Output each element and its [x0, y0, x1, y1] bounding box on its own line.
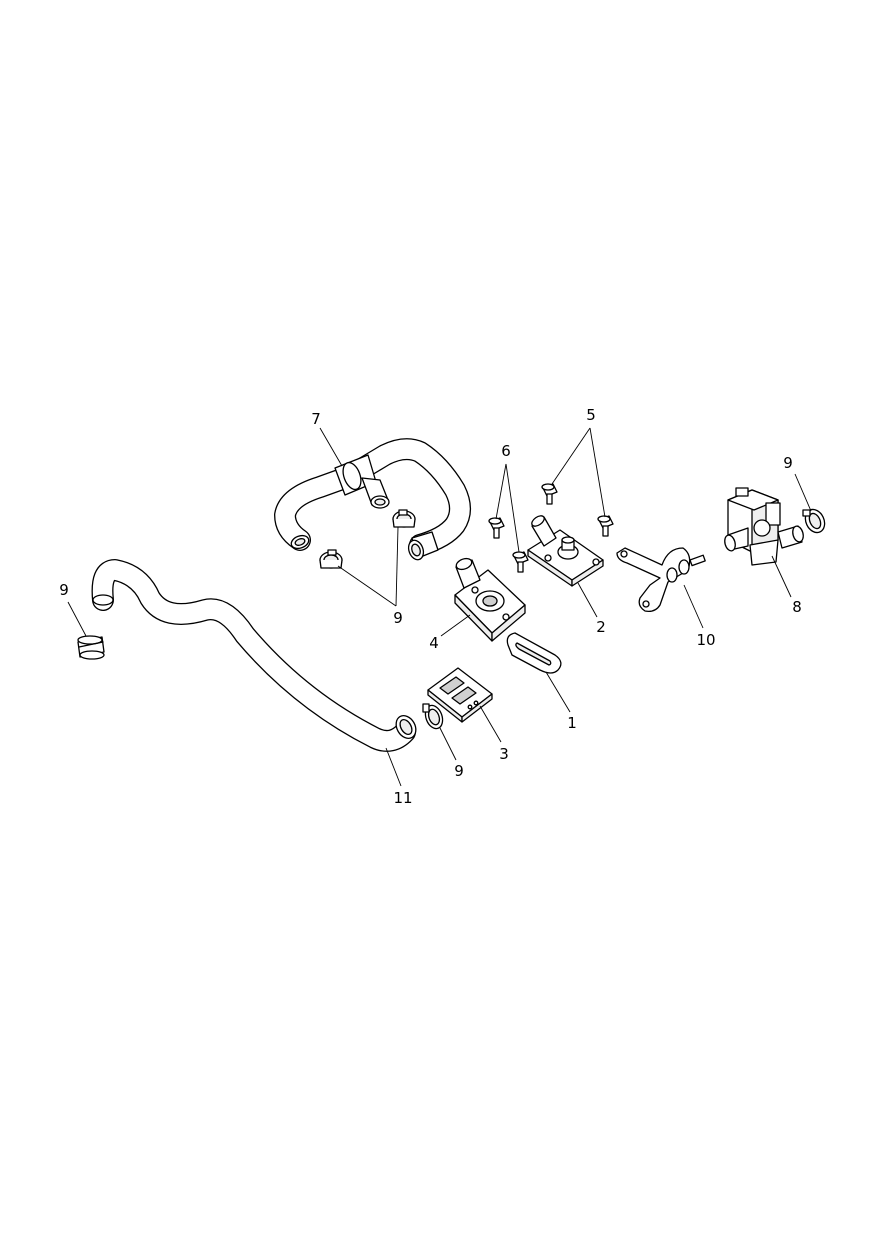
- clip-9-upper-left: [319, 549, 343, 569]
- leader-5a: [551, 427, 591, 485]
- leader-9-lower: [439, 727, 457, 761]
- valve-housing-4: [454, 557, 526, 642]
- leader-3: [479, 705, 502, 743]
- bolt-5-right: [597, 515, 614, 537]
- valve-cover-2: [527, 515, 604, 587]
- clip-9-left: [77, 635, 105, 660]
- leader-6b: [505, 463, 520, 553]
- callout-9-upper-middle: 9: [393, 609, 403, 627]
- callout-11: 11: [393, 789, 412, 807]
- leader-1: [545, 671, 571, 713]
- leader-lines: [67, 427, 812, 787]
- y-hose-7: [274, 438, 471, 561]
- leader-7: [319, 427, 343, 467]
- leader-4: [440, 614, 471, 637]
- callout-9-left: 9: [59, 581, 69, 599]
- solenoid-valve-8: [724, 487, 804, 566]
- callout-8: 8: [792, 598, 802, 616]
- callout-4: 4: [429, 634, 439, 652]
- callout-9-right: 9: [783, 454, 793, 472]
- hose-11: [91, 559, 417, 752]
- leader-6a: [495, 463, 507, 520]
- callout-2: 2: [596, 618, 606, 636]
- bracket-10: [616, 547, 706, 613]
- reed-plate-3: [427, 667, 493, 723]
- gasket-1: [506, 632, 562, 674]
- leader-9-left: [67, 601, 87, 637]
- callout-7: 7: [311, 410, 321, 428]
- callout-labels: 7 5 6 9 9 9 4 2 10 8 1 3 9 11: [59, 406, 802, 807]
- callout-9-lower: 9: [454, 762, 464, 780]
- leader-8: [771, 555, 792, 598]
- callout-3: 3: [499, 745, 509, 763]
- clip-9-upper-right: [392, 509, 416, 528]
- clip-9-lower: [422, 703, 444, 730]
- leader-11: [385, 747, 402, 787]
- callout-6: 6: [501, 442, 511, 460]
- clip-9-right: [802, 508, 826, 534]
- callout-5: 5: [586, 406, 596, 424]
- leader-5b: [589, 427, 606, 518]
- leader-9-right: [794, 473, 812, 512]
- callout-1: 1: [567, 714, 577, 732]
- leader-9-upper-b: [337, 565, 397, 607]
- leader-10: [683, 584, 704, 629]
- bolt-6-right: [512, 551, 529, 573]
- callout-10: 10: [696, 631, 715, 649]
- bolt-5-left: [541, 483, 558, 505]
- bolt-6-left: [488, 517, 505, 539]
- leader-2: [577, 582, 598, 618]
- leader-9-upper-a: [395, 526, 399, 607]
